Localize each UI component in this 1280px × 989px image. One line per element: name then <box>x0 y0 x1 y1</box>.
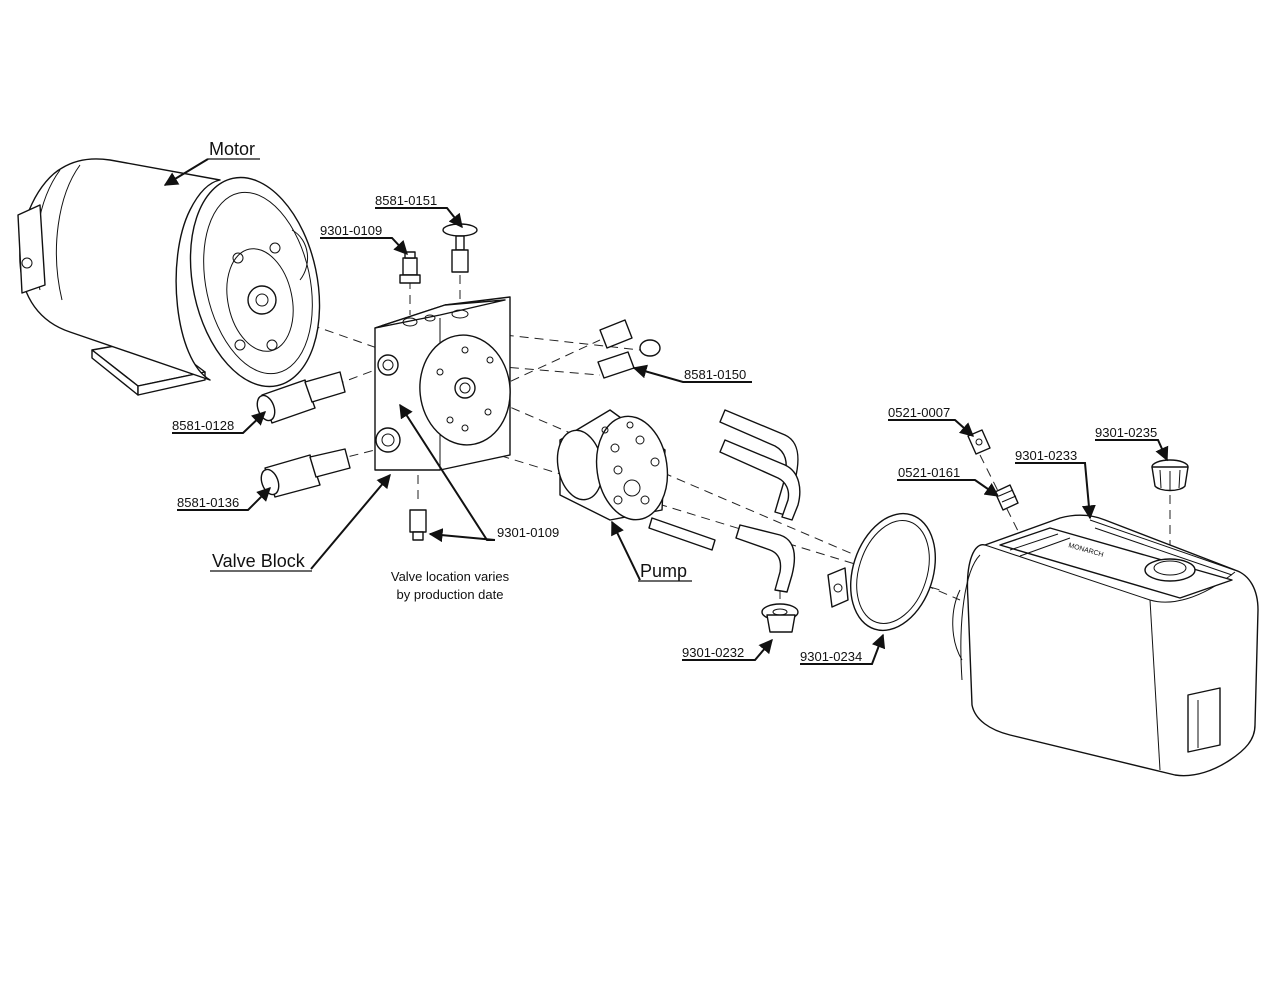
hose-clamp-9301-0234 <box>827 512 937 632</box>
pickup-tube <box>648 517 796 593</box>
fitting-8581-0136 <box>260 448 351 498</box>
label-9301-0235: 9301-0235 <box>1095 425 1157 440</box>
label-motor: Motor <box>209 139 255 159</box>
hose-assembly <box>719 409 801 521</box>
label-9301-0232: 9301-0232 <box>682 645 744 660</box>
label-9301-0233: 9301-0233 <box>1015 448 1077 463</box>
filter-9301-0232 <box>761 603 799 633</box>
label-8581-0151: 8581-0151 <box>375 193 437 208</box>
motor-part <box>17 158 321 396</box>
label-8581-0136: 8581-0136 <box>177 495 239 510</box>
fitting-0521-0161 <box>994 484 1019 511</box>
fitting-8581-0128 <box>256 371 346 424</box>
filler-cap-9301-0235 <box>1151 459 1189 492</box>
fitting-9301-0109-bottom <box>409 509 427 541</box>
reservoir-tank: MONARCH <box>952 514 1259 777</box>
label-9301-0109-top: 9301-0109 <box>320 223 382 238</box>
label-9301-0234: 9301-0234 <box>800 649 862 664</box>
label-0521-0161: 0521-0161 <box>898 465 960 480</box>
pump-part <box>556 409 669 521</box>
label-9301-0109-bottom: 9301-0109 <box>497 525 559 540</box>
valve-8581-0151 <box>442 223 478 273</box>
label-8581-0150: 8581-0150 <box>684 367 746 382</box>
note-line-2: by production date <box>397 587 504 602</box>
fitting-8581-0150 <box>597 319 661 379</box>
label-pump: Pump <box>640 561 687 581</box>
fitting-9301-0109-top <box>399 251 421 284</box>
part-labels: Motor 8581-0151 9301-0109 8581-0150 8581… <box>172 139 1157 664</box>
label-8581-0128: 8581-0128 <box>172 418 234 433</box>
leader-lines <box>163 158 1169 665</box>
valve-block-part <box>374 296 511 471</box>
label-valve-block: Valve Block <box>212 551 306 571</box>
label-0521-0007: 0521-0007 <box>888 405 950 420</box>
note-line-1: Valve location varies <box>391 569 510 584</box>
